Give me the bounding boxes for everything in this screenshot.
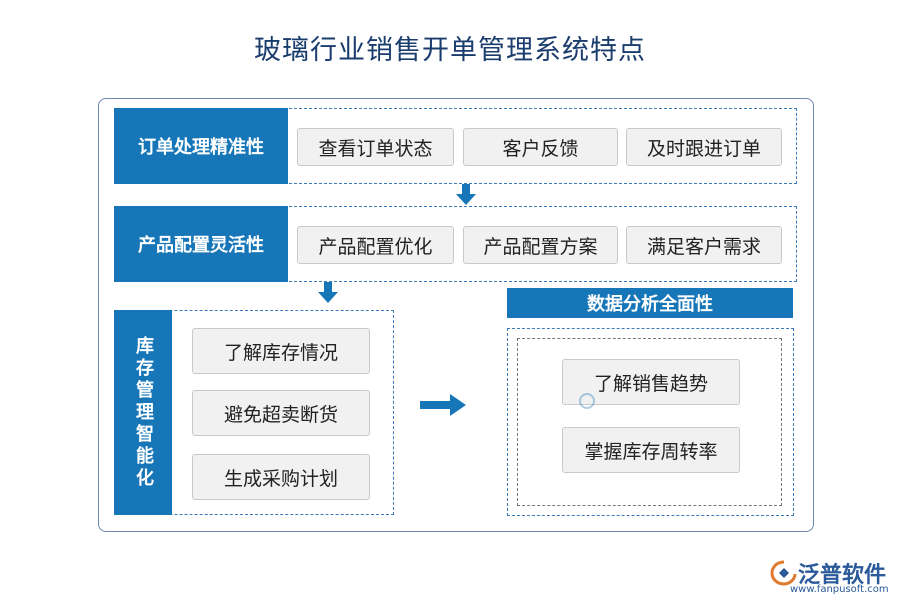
- brand-logo-url: www.fanpusoft.com: [790, 584, 889, 595]
- order-item-3: 及时跟进订单: [626, 128, 782, 166]
- down-arrow-icon: [318, 282, 338, 303]
- order-label: 订单处理精准性: [114, 108, 288, 184]
- inventory-item-2: 避免超卖断货: [192, 390, 370, 436]
- analysis-outer-box: [507, 328, 794, 516]
- down-arrow-icon: [456, 184, 476, 205]
- right-arrow-icon: [420, 394, 466, 416]
- product-item-3: 满足客户需求: [626, 226, 782, 264]
- brand-logo: 泛普软件: [770, 557, 886, 589]
- order-item-1: 查看订单状态: [297, 128, 454, 166]
- brand-logo-name: 泛普软件: [798, 563, 887, 588]
- watermark-logo: [578, 392, 596, 410]
- page-title: 玻璃行业销售开单管理系统特点: [254, 35, 646, 66]
- product-item-1: 产品配置优化: [297, 226, 454, 264]
- order-item-2: 客户反馈: [463, 128, 618, 166]
- inventory-item-3: 生成采购计划: [192, 454, 370, 500]
- analysis-label: 数据分析全面性: [507, 288, 793, 318]
- analysis-inner-box: [517, 338, 782, 506]
- analysis-item-2: 掌握库存周转率: [562, 427, 740, 473]
- brand-logo-icon: [770, 560, 797, 586]
- inventory-label: 库存管理智能化: [114, 310, 172, 515]
- product-item-2: 产品配置方案: [463, 226, 618, 264]
- diagram-panel: [98, 98, 814, 532]
- product-label: 产品配置灵活性: [114, 206, 288, 282]
- analysis-item-1: 了解销售趋势: [562, 359, 740, 405]
- watermark-icon: [579, 393, 595, 409]
- inventory-item-1: 了解库存情况: [192, 328, 370, 374]
